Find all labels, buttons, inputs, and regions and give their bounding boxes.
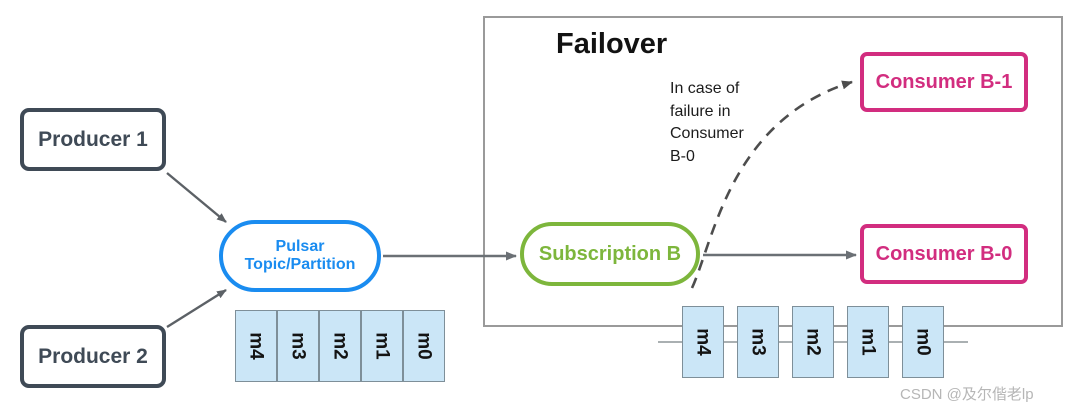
message-box: m1 (361, 310, 403, 382)
message-box-label: m0 (414, 332, 435, 360)
producer-1-node[interactable]: Producer 1 (20, 108, 166, 171)
failover-note-text: In case of failure in Consumer B-0 (670, 80, 744, 166)
message-box-label: m4 (246, 332, 267, 360)
subscription-b-node[interactable]: Subscription B (520, 222, 700, 286)
message-box-label: m2 (803, 328, 824, 356)
message-box: m4 (682, 306, 724, 378)
consumer-b-1-label: Consumer B-1 (875, 70, 1013, 93)
pulsar-topic-line-1: Pulsar (275, 237, 325, 255)
arrow-failover-dashed (690, 80, 853, 289)
message-box-label: m1 (372, 332, 393, 360)
message-box: m1 (847, 306, 889, 378)
message-box-label: m4 (693, 328, 714, 356)
message-box-label: m3 (288, 332, 309, 360)
message-box: m3 (277, 310, 319, 382)
producer-2-label: Producer 2 (38, 344, 148, 368)
arrow-producer-1-to-topic (166, 172, 227, 223)
message-box: m3 (737, 306, 779, 378)
csdn-watermark: CSDN @及尔偕老lp (900, 386, 1034, 403)
pulsar-topic-label: Pulsar Topic/Partition (245, 238, 356, 275)
failover-group-title: Failover (556, 28, 668, 60)
consumer-b-0-label: Consumer B-0 (875, 242, 1013, 265)
message-box: m0 (902, 306, 944, 378)
message-box: m4 (235, 310, 277, 382)
consumer-b-1-node[interactable]: Consumer B-1 (860, 52, 1028, 112)
message-box-label: m0 (913, 328, 934, 356)
pulsar-topic-node[interactable]: Pulsar Topic/Partition (219, 220, 381, 292)
message-box: m2 (792, 306, 834, 378)
arrow-producer-2-to-topic (166, 288, 227, 329)
pulsar-topic-line-2: Topic/Partition (244, 256, 356, 273)
message-box: m0 (403, 310, 445, 382)
subscription-b-label: Subscription B (538, 242, 682, 265)
consumer-b-0-node[interactable]: Consumer B-0 (860, 224, 1028, 284)
producer-2-node[interactable]: Producer 2 (20, 325, 166, 388)
message-box-label: m2 (330, 332, 351, 360)
producer-1-label: Producer 1 (38, 127, 148, 151)
message-box-label: m1 (858, 328, 879, 356)
message-box: m2 (319, 310, 361, 382)
message-box-label: m3 (748, 328, 769, 356)
